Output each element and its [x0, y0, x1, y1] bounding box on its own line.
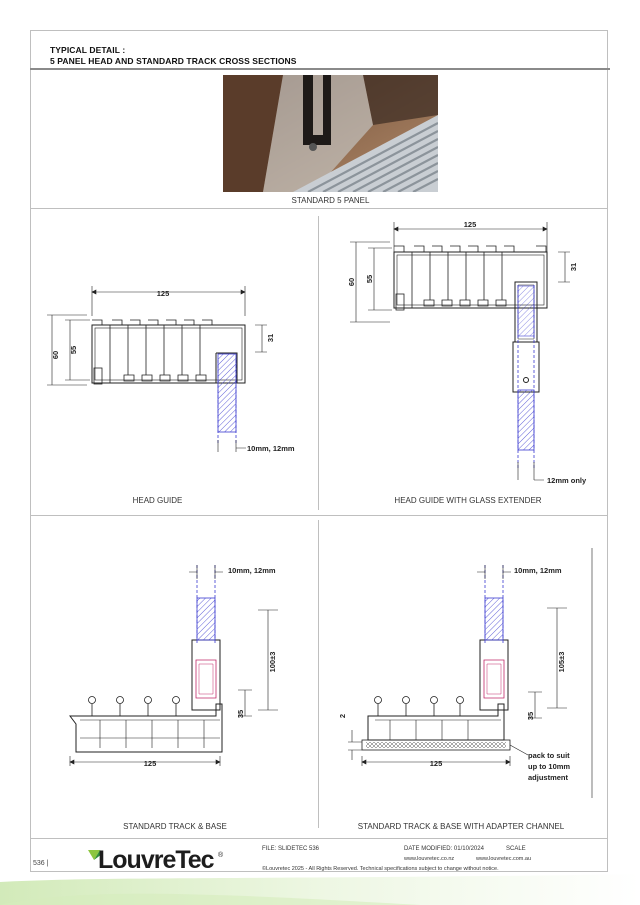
website-au[interactable]: www.louvretec.com.au	[476, 856, 532, 862]
footer-rule	[30, 838, 608, 839]
head-guide-extender-drawing	[393, 245, 548, 393]
track-adapter-offset-dim: 2	[338, 714, 347, 718]
track-adapter-glass-note: 10mm, 12mm	[514, 566, 562, 575]
title-line-1: TYPICAL DETAIL :	[50, 45, 126, 55]
head-guide-extender-glass	[517, 285, 535, 470]
standard-track-glass-note: 10mm, 12mm	[228, 566, 276, 575]
track-adapter-width-dim: 125	[430, 759, 443, 768]
head-guide-width-dim: 125	[157, 289, 170, 298]
extender-depth-dim: 31	[569, 263, 578, 271]
brand-name: LouvreTec	[98, 846, 215, 874]
head-guide-depth-dim: 31	[266, 334, 275, 342]
standard-track-glass	[196, 565, 216, 645]
page-frame	[30, 30, 608, 872]
file-ref: FILE: SLIDETEC 536	[262, 846, 320, 852]
track-adapter-drawing	[361, 639, 511, 751]
standard-track-width-dim: 125	[144, 759, 157, 768]
col-separator-2	[318, 520, 319, 828]
standard-track-caption: STANDARD TRACK & BASE	[123, 822, 227, 831]
head-guide-glass	[217, 353, 237, 445]
header-rule	[30, 68, 610, 70]
registered-mark: ®	[218, 852, 224, 859]
track-adapter-caption: STANDARD TRACK & BASE WITH ADAPTER CHANN…	[357, 822, 565, 831]
head-guide-height-dim: 60	[51, 351, 60, 359]
extender-inner-dim: 55	[365, 275, 374, 283]
row-separator-2	[30, 515, 608, 516]
footer-swoosh	[0, 874, 640, 905]
col-separator-1	[318, 216, 319, 510]
standard-panel-photo	[223, 75, 438, 192]
date-modified: DATE MODIFIED: 01/10/2024	[404, 846, 484, 852]
title-line-2: 5 PANEL HEAD AND STANDARD TRACK CROSS SE…	[50, 56, 297, 66]
head-guide-caption: HEAD GUIDE	[132, 496, 183, 505]
pack-note-line-3: adjustment	[528, 773, 569, 782]
louvretec-logo	[88, 850, 102, 860]
track-adapter-height-dim: 35	[526, 712, 535, 720]
extender-height-dim: 60	[347, 278, 356, 286]
photo-caption: STANDARD 5 PANEL	[291, 196, 370, 205]
copyright-notice: ©Louvretec 2025 - All Rights Reserved. T…	[262, 866, 499, 872]
standard-track-glass-dim: 100±3	[268, 652, 277, 673]
standard-track-drawing	[69, 639, 223, 753]
track-adapter-glass	[484, 565, 504, 645]
extender-width-dim: 125	[464, 220, 477, 229]
head-guide-glass-note: 10mm, 12mm	[247, 444, 295, 453]
page-title: TYPICAL DETAIL : 5 PANEL HEAD AND STANDA…	[50, 45, 297, 67]
extender-caption: HEAD GUIDE WITH GLASS EXTENDER	[394, 496, 542, 505]
scale-label: SCALE	[506, 846, 526, 852]
track-adapter-glass-dim: 105±3	[557, 652, 566, 673]
pack-note-line-2: up to 10mm	[528, 762, 570, 771]
extender-glass-note: 12mm only	[547, 476, 587, 485]
row-separator-1	[30, 208, 608, 209]
standard-track-height-dim: 35	[236, 710, 245, 718]
website-nz[interactable]: www.louvretec.co.nz	[404, 856, 455, 862]
head-guide-drawing	[91, 319, 246, 385]
page-number: 536 |	[33, 860, 49, 867]
pack-note-line-1: pack to suit	[528, 751, 570, 760]
head-guide-inner-dim: 55	[69, 346, 78, 354]
